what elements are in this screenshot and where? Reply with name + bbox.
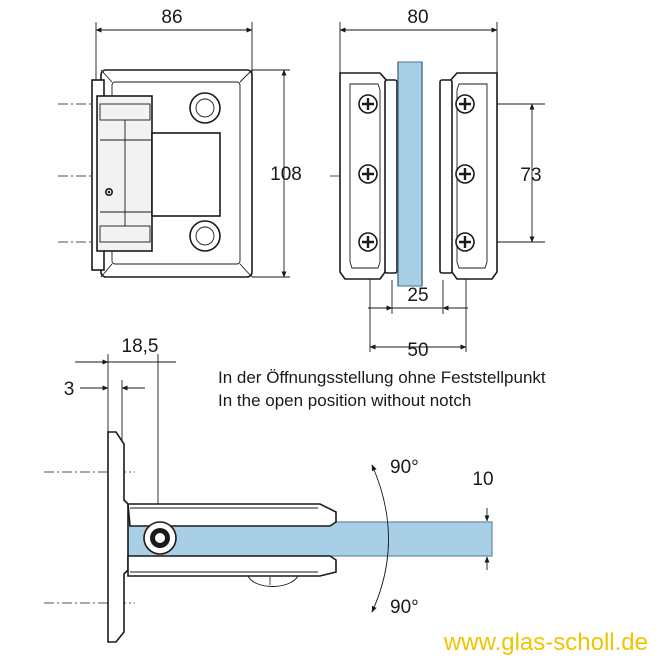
side-view: 80 73 25 50 [330,7,545,361]
side-screw-icon [358,164,378,184]
dim-front-width: 86 [161,7,182,28]
side-screw-icon [455,232,475,252]
side-screw-icon [455,94,475,114]
dim-side-width: 80 [407,7,428,28]
plan-hinge-arm [127,503,337,527]
side-screw-icon [358,232,378,252]
plan-wall-plate [107,431,129,643]
dim-inner-gap: 25 [407,285,428,306]
angle-upper: 90° [390,457,419,478]
dim-offset-large: 18,5 [122,336,159,357]
side-screw-icon [358,94,378,114]
side-glass-pane [397,61,423,287]
note-english: In the open position without notch [218,391,471,410]
dim-hole-spacing: 73 [520,165,541,186]
side-screw-icon [455,164,475,184]
rotation-arc [371,464,389,613]
front-screw-top [189,92,221,124]
dim-offset-small: 3 [64,379,75,400]
front-screw-bottom [189,220,221,252]
dim-outer-width: 50 [407,340,428,361]
dim-front-height: 108 [270,164,302,185]
dim-glass-thickness: 10 [472,469,493,490]
plan-view: 18,5 3 90° 90° 10 [44,336,494,643]
note-german: In der Öffnungsstellung ohne Feststellpu… [218,368,546,387]
angle-lower: 90° [390,597,419,618]
front-mount-block [151,132,221,217]
watermark-url: www.glas-scholl.de [443,629,648,656]
plan-glass-pane [119,521,493,557]
front-view: 86 108 [58,7,302,278]
front-hinge-body [96,95,153,252]
